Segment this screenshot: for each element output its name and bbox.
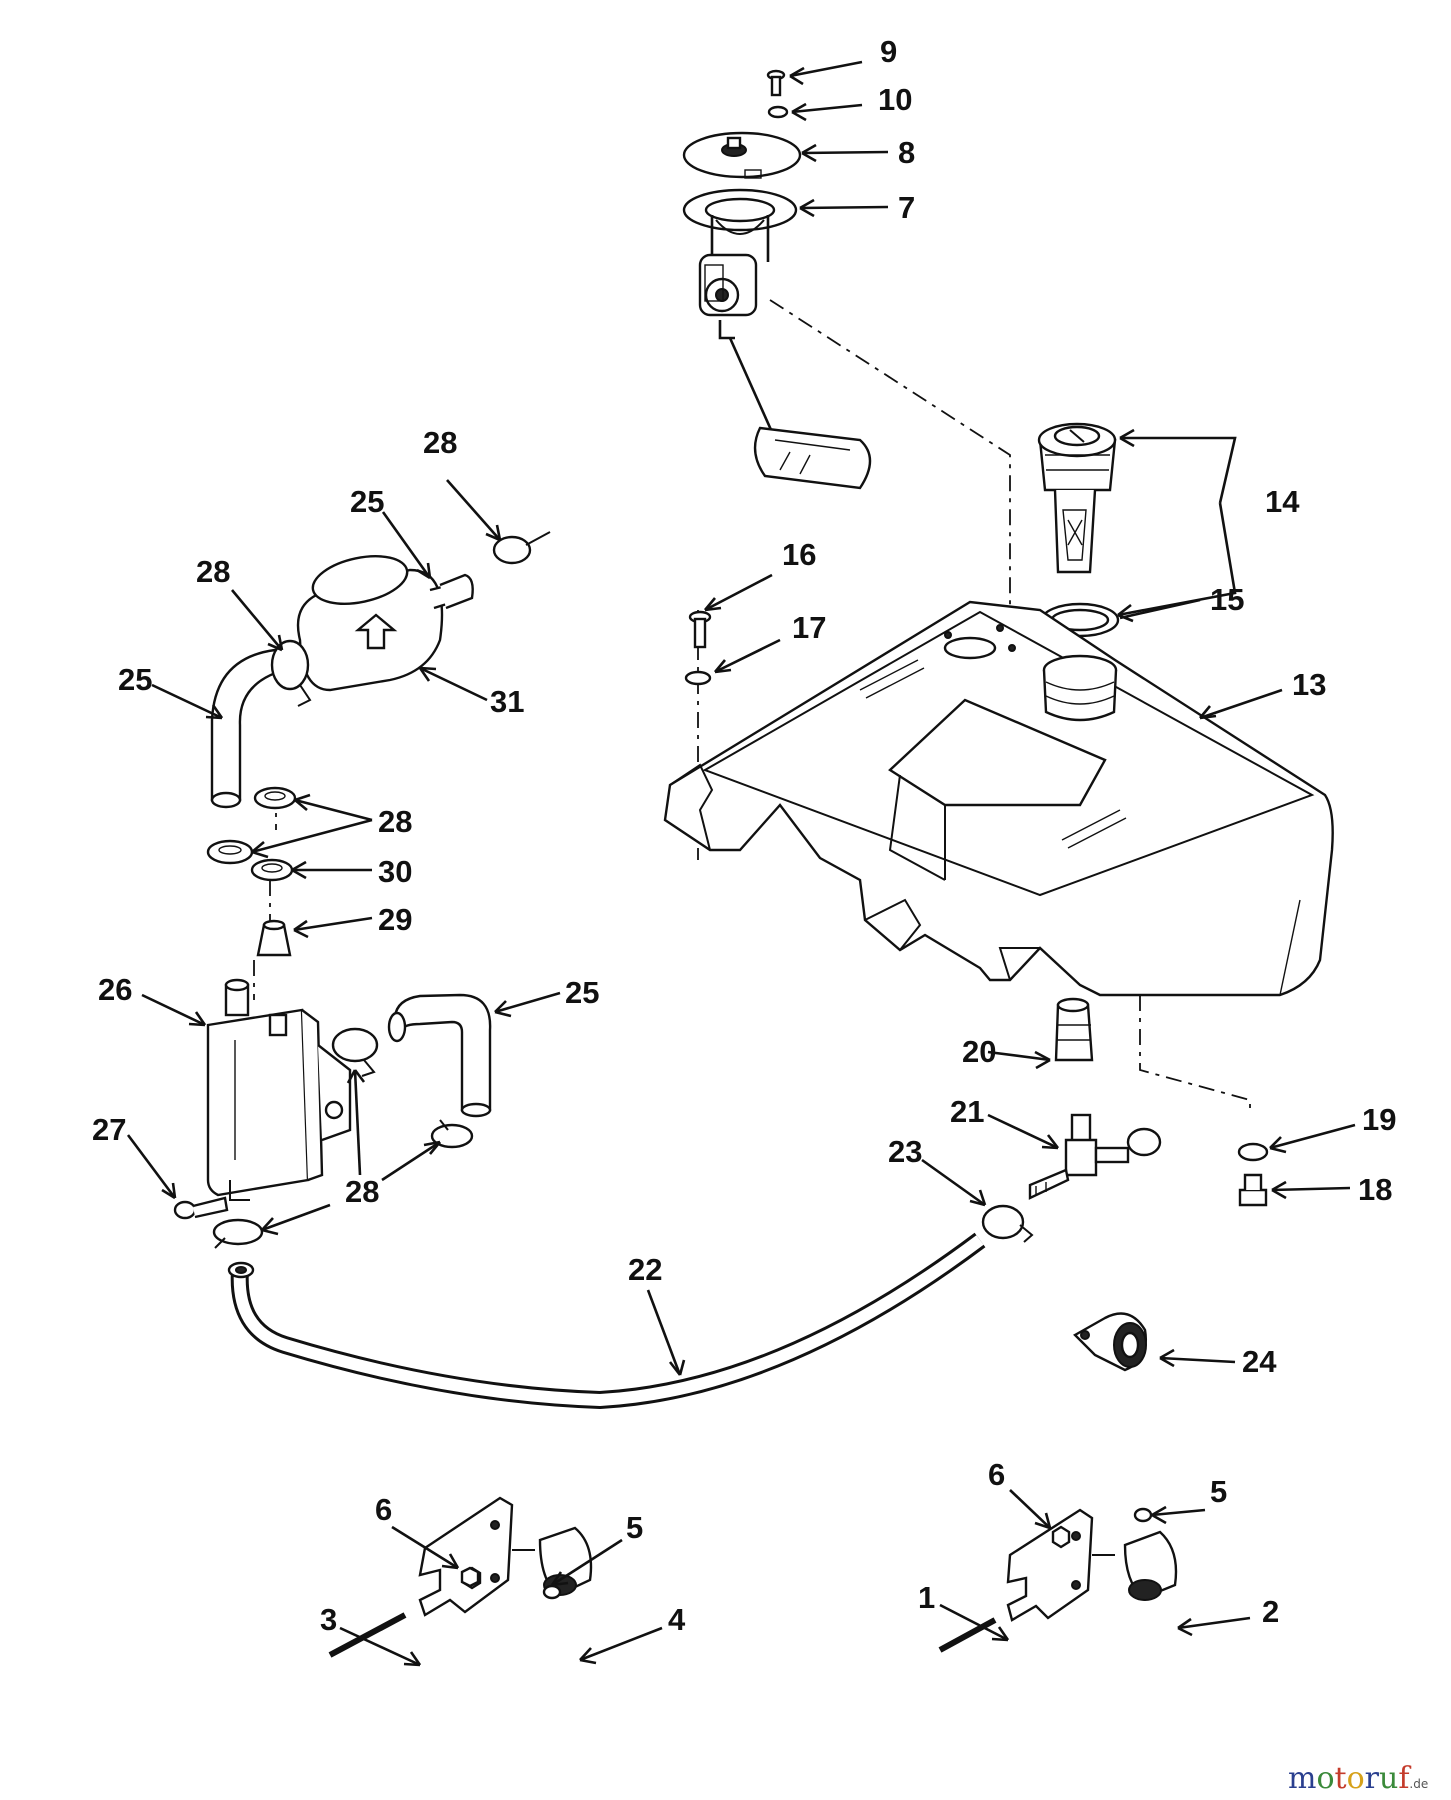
fuel-tank-part-13 — [663, 600, 1334, 997]
label-19: 19 — [1362, 1102, 1396, 1137]
label-23: 23 — [888, 1134, 922, 1169]
label-26: 26 — [98, 972, 132, 1007]
leader-arrows — [126, 60, 1356, 1667]
knob-part-2 — [1123, 1530, 1178, 1601]
label-15: 15 — [1210, 582, 1244, 617]
watermark-text: motoruf.de — [1288, 1761, 1428, 1796]
label-21: 21 — [950, 1094, 984, 1129]
label-29: 29 — [378, 902, 412, 937]
label-6a: 6 — [375, 1492, 392, 1527]
fuel-line-part-22 — [227, 1232, 986, 1410]
motoruf-watermark: motoruf.de — [1288, 1761, 1428, 1796]
label-24: 24 — [1242, 1344, 1277, 1379]
washer-part-10 — [767, 105, 789, 119]
label-6b: 6 — [988, 1457, 1005, 1492]
fitting-part-29 — [256, 919, 292, 957]
watermark-letter: o — [1316, 1761, 1334, 1796]
watermark-letter: r — [1365, 1761, 1380, 1796]
fuel-cap-part-14 — [1037, 422, 1117, 574]
label-31: 31 — [490, 684, 524, 719]
label-25c: 25 — [565, 975, 599, 1010]
watermark-letter: t — [1335, 1761, 1347, 1796]
bracket-part-3 — [328, 1496, 535, 1658]
label-25b: 25 — [118, 662, 152, 697]
screw-part-5-left — [542, 1584, 562, 1600]
label-7: 7 — [898, 190, 915, 225]
label-3: 3 — [320, 1602, 337, 1637]
gasket-part-7 — [682, 188, 798, 262]
watermark-letter: m — [1288, 1761, 1316, 1796]
washer-part-17 — [684, 670, 712, 686]
clamp-part-30 — [250, 858, 294, 882]
label-16: 16 — [782, 537, 816, 572]
part-labels: 9 10 8 7 14 15 16 17 13 28 25 28 25 31 2… — [92, 34, 1396, 1637]
washer-part-19 — [1237, 1142, 1269, 1162]
cable-clip-part-24 — [1073, 1312, 1147, 1372]
clamp-part-23 — [981, 1204, 1034, 1243]
bracket-part-1 — [938, 1508, 1115, 1653]
watermark-letter: u — [1379, 1761, 1398, 1796]
sender-body — [698, 253, 782, 451]
label-28a: 28 — [423, 425, 457, 460]
label-30: 30 — [378, 854, 412, 889]
label-28d: 28 — [345, 1174, 379, 1209]
screw-part-27 — [173, 1196, 229, 1220]
hose-part-25-top — [439, 573, 474, 610]
label-13: 13 — [1292, 667, 1326, 702]
clamp-part-28-filter — [270, 639, 312, 707]
nut-part-6-left-loose — [460, 1566, 480, 1588]
hose-part-25-pump — [387, 993, 492, 1118]
label-25a: 25 — [350, 484, 384, 519]
label-17: 17 — [792, 610, 826, 645]
clamp-part-28-top — [492, 531, 551, 565]
sender-plate-part-8 — [682, 131, 802, 179]
watermark-suffix: .de — [1409, 1777, 1428, 1791]
label-18: 18 — [1358, 1172, 1392, 1207]
label-5a: 5 — [626, 1510, 643, 1545]
bolt-part-18 — [1238, 1173, 1268, 1207]
label-5b: 5 — [1210, 1474, 1227, 1509]
label-9: 9 — [880, 34, 897, 69]
label-10: 10 — [878, 82, 912, 117]
label-28c: 28 — [378, 804, 412, 839]
shutoff-valve-part-21 — [1028, 1113, 1162, 1200]
label-20: 20 — [962, 1034, 996, 1069]
knob-part-4 — [538, 1526, 593, 1597]
clamp-part-28-pump-outlet — [331, 1027, 379, 1077]
label-1: 1 — [918, 1580, 935, 1615]
sender-float — [753, 426, 872, 490]
label-4: 4 — [668, 1602, 686, 1637]
watermark-letter: f — [1398, 1761, 1411, 1796]
nut-part-6-right — [1051, 1525, 1071, 1549]
fuel-filter-part-31 — [296, 555, 468, 692]
screw-part-9 — [766, 69, 786, 97]
label-14: 14 — [1265, 484, 1300, 519]
bolt-part-16 — [688, 610, 712, 649]
label-27: 27 — [92, 1112, 126, 1147]
label-28b: 28 — [196, 554, 230, 589]
clamp-part-28-pump-lower — [430, 1119, 474, 1149]
label-22: 22 — [628, 1252, 662, 1287]
fuel-sender-unit — [682, 69, 872, 490]
clamp-part-28-stack-upper — [253, 786, 297, 810]
clamp-part-28-pump-bottom — [212, 1218, 264, 1249]
bushing-part-20 — [1054, 997, 1094, 1062]
label-8: 8 — [898, 135, 915, 170]
watermark-letter: o — [1347, 1761, 1365, 1796]
fuel-pump-part-26 — [206, 978, 352, 1201]
clamp-part-28-stack-lower — [206, 839, 254, 865]
label-2: 2 — [1262, 1594, 1279, 1629]
screw-part-5-right — [1133, 1507, 1153, 1523]
